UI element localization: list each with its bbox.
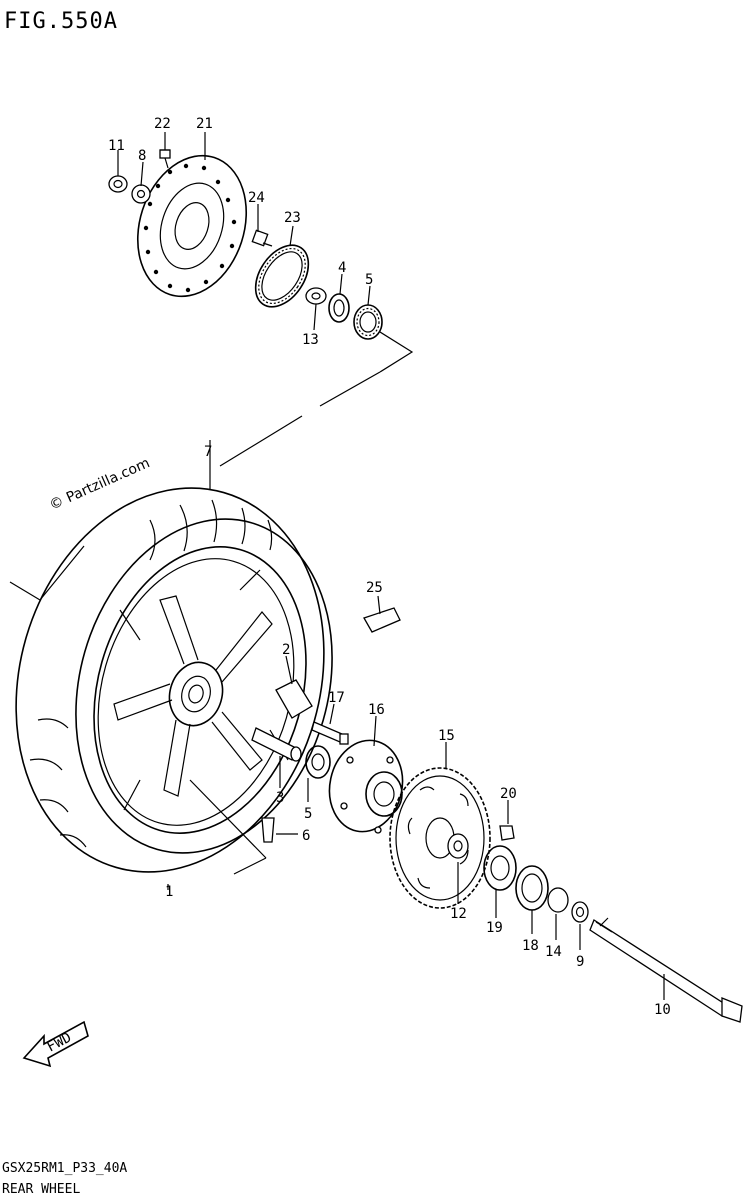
leader-lines-top [117, 132, 414, 490]
callout-13: 13 [302, 332, 319, 348]
rear-axle[interactable] [589, 917, 743, 1023]
callout-22: 22 [154, 116, 171, 132]
callout-4: 4 [338, 260, 346, 276]
callout-3: 3 [276, 790, 284, 806]
callout-5b: 5 [304, 806, 312, 822]
brake-disc[interactable] [120, 141, 263, 310]
washer[interactable] [131, 184, 151, 204]
callout-19: 19 [486, 920, 503, 936]
section-name: REAR WHEEL [2, 1182, 80, 1197]
callout-18: 18 [522, 938, 539, 954]
callout-5a: 5 [365, 272, 373, 288]
callout-2: 2 [282, 642, 290, 658]
axle-washer[interactable] [571, 901, 589, 950]
cush-damper[interactable] [275, 655, 313, 719]
sprocket-mount-bolt[interactable] [311, 703, 349, 745]
callout-24: 24 [248, 190, 265, 206]
watermark: © Partzilla.com [47, 455, 152, 514]
callout-11: 11 [108, 138, 125, 154]
bearing-left[interactable] [353, 304, 383, 340]
callout-17: 17 [328, 690, 345, 706]
hub-nut[interactable] [108, 175, 128, 193]
callout-7: 7 [204, 444, 212, 460]
callout-25: 25 [366, 580, 383, 596]
figure-title: FIG.550A [4, 9, 118, 34]
rear-wheel[interactable] [0, 451, 370, 909]
callout-20: 20 [500, 786, 517, 802]
callout-8: 8 [138, 148, 146, 164]
callout-9: 9 [576, 954, 584, 970]
collar[interactable] [305, 287, 327, 305]
oil-seal-right[interactable] [515, 865, 549, 934]
sprocket-drum[interactable] [321, 715, 411, 838]
wheel-damper[interactable] [363, 595, 401, 633]
callout-10: 10 [654, 1002, 671, 1018]
callout-1: 1 [165, 884, 173, 900]
rear-sprocket[interactable] [389, 742, 491, 909]
callout-23: 23 [284, 210, 301, 226]
model-code: GSX25RM1_P33_40A [2, 1161, 127, 1176]
callout-14: 14 [545, 944, 562, 960]
callout-labels: 1 2 3 4 5 5 6 7 8 9 10 11 12 13 14 15 16… [108, 116, 671, 1018]
drum-collar[interactable] [447, 833, 469, 904]
callout-12: 12 [450, 906, 467, 922]
disc-bolt[interactable] [159, 149, 171, 169]
sensor-rotor[interactable] [245, 236, 320, 317]
drum-bearing[interactable] [483, 845, 517, 918]
leader-lines-bottom [9, 545, 267, 890]
callout-15: 15 [438, 728, 455, 744]
callout-6: 6 [302, 828, 310, 844]
callout-21: 21 [196, 116, 213, 132]
sensor-rotor-bolt[interactable] [251, 229, 273, 247]
axle-spacer[interactable] [251, 727, 302, 788]
tire-valve[interactable] [261, 817, 298, 843]
bearing-right[interactable] [305, 745, 331, 802]
callout-16: 16 [368, 702, 385, 718]
axle-collar[interactable] [547, 887, 569, 940]
fwd-arrow: FWD [22, 1020, 89, 1068]
sprocket-nut[interactable] [499, 800, 515, 841]
oil-seal-left[interactable] [328, 293, 350, 323]
